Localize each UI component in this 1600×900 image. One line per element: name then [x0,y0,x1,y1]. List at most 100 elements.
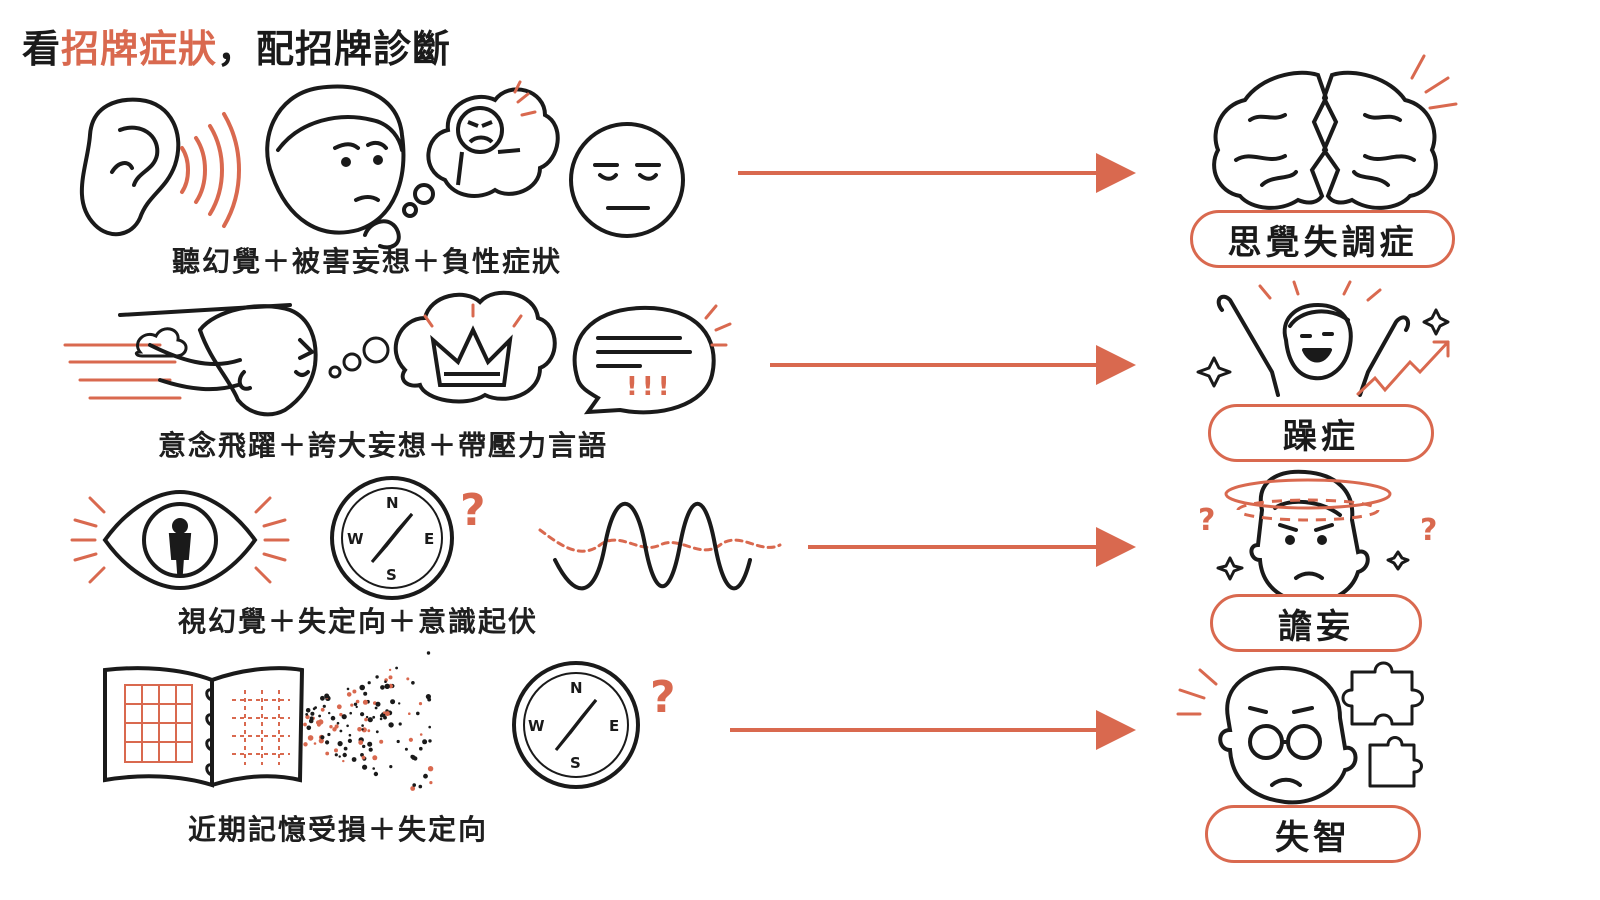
scatter-dot [341,714,347,720]
symptoms-row-4: 近期記憶受損＋失定向 [188,813,489,846]
scatter-dot [419,746,423,751]
confused-elderly-icon [1249,469,1370,605]
scatter-dot [305,713,309,716]
diagnosis-pill-schizophrenia: 思覺失調症 [1190,210,1455,268]
scatter-dot [367,741,373,747]
neutral-face-icon [569,122,685,238]
scatter-dot [425,694,431,700]
scatter-dot [398,702,401,705]
scatter-dot [362,699,368,705]
scatter-dot [343,746,348,751]
scatter-dot [362,764,368,770]
scatter-dot [395,666,398,670]
scattering-dots-icon [303,651,434,791]
scatter-dot [312,707,316,711]
scatter-dot [410,786,416,791]
speech-emphasis-icon [704,304,732,347]
scatter-dot [384,711,390,717]
scatter-dot [303,742,308,747]
scatter-dot [388,675,393,680]
scatter-dot [375,730,379,734]
compass-w-label: W [347,530,364,548]
diagnosis-label-1: 思覺失調症 [1227,222,1418,263]
scatter-dot [408,712,411,715]
title-part-2: ，配 [217,27,296,71]
question-mark-4-icon: ? [1420,513,1437,548]
scatter-dot [352,689,357,694]
scatter-dot [324,693,330,699]
scatter-dot [384,683,390,689]
scatter-dot [411,681,415,685]
eye-rays-icon [70,496,290,584]
scatter-dot [361,728,364,731]
crown-sparkle-icon [423,303,523,328]
scatter-dot [384,680,387,683]
symptoms-row-3: 視幻覺＋失定向＋意識起伏 [178,605,539,638]
scatter-dot [388,722,394,728]
scatter-dot [310,711,315,716]
scatter-dot [346,692,352,697]
scatter-dot [320,735,325,740]
diagnosis-label-3: 譫妄 [1278,606,1354,647]
eye-icon [102,489,258,591]
diagnosis-pill-delirium: 譫妄 [1210,594,1422,652]
scatter-dot [334,753,338,757]
scatter-dot [350,703,354,707]
scatter-dot [330,715,336,721]
scatter-dot [418,702,423,706]
scatter-dot [367,681,371,685]
scatter-dot [332,727,337,732]
scatter-dot [359,684,366,691]
scatter-dot [309,716,314,720]
split-brain-icon [1212,70,1438,210]
compass-e-label: E [424,530,434,548]
scatter-dot [320,695,325,701]
scatter-dot [422,739,428,745]
scatter-dot [328,711,331,715]
diagnosis-pill-dementia: 失智 [1205,805,1421,863]
scatter-dot [325,751,330,756]
scatter-dot [338,755,341,758]
compass-2-e-label: E [609,717,619,735]
compass-2-s-label: S [570,754,581,772]
scatter-dot [367,717,373,723]
dizzy-sparkle-icon [1216,550,1410,581]
scatter-dot [408,737,413,742]
scatter-dot [362,744,366,749]
scatter-dot [322,704,326,708]
scatter-dot [367,729,371,733]
scatter-dot [379,717,383,721]
ear-icon [79,97,181,237]
scatter-dot [416,711,420,716]
scatter-dot [346,687,350,691]
compass-2-icon [512,661,640,789]
scatter-dot [339,729,343,733]
speech-bubble-icon [572,305,716,415]
scatter-dot [320,707,325,712]
speed-lines-icon [63,343,182,400]
scatter-dot [303,722,307,727]
scatter-dot [372,715,376,719]
girl-profile-icon [118,303,318,417]
scatter-dot [372,767,376,770]
scatter-dot [355,705,358,709]
scatter-dot [375,675,379,679]
notebook-icon [103,666,305,788]
exclamation-marks-icon: !!! [626,372,674,402]
scatter-dot [428,739,432,743]
scatter-dot [389,765,393,769]
scatter-dot [372,755,378,761]
scatter-dot [368,747,373,752]
scatter-dot [404,747,408,751]
scatter-dot [357,727,362,732]
scatter-dot [375,701,381,707]
question-mark-2-icon: ? [650,672,676,723]
scatter-dot [365,715,369,719]
question-mark-icon: ? [460,485,486,536]
scatter-dot [398,722,402,726]
scatter-dot [361,755,366,760]
scatter-dot [429,781,433,785]
scatter-dot [427,766,434,772]
worried-person-icon [265,84,406,250]
scatter-dot [355,699,360,704]
